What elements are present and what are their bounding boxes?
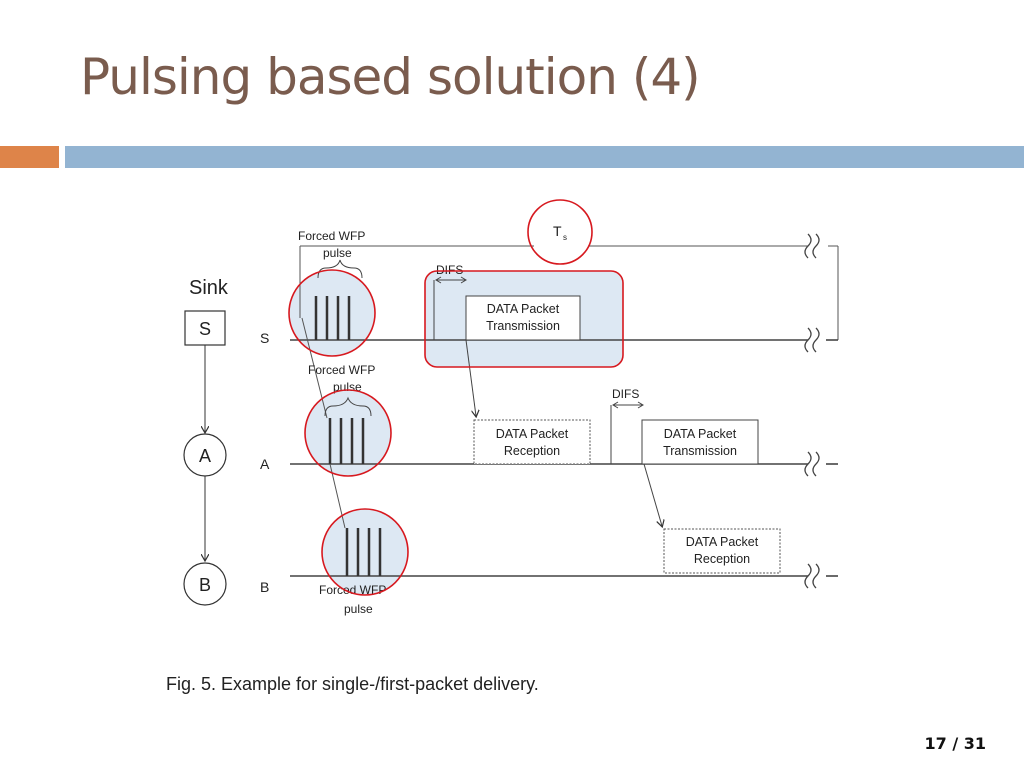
forced-wfp-bot-line2: pulse [344, 602, 373, 616]
node-s-label: S [199, 319, 211, 339]
forced-wfp-top-line1: Forced WFP [298, 229, 365, 243]
b-reception-box [663, 528, 781, 574]
pulse-group-a [328, 418, 365, 464]
a-reception-box [473, 419, 591, 465]
b-reception-line1: DATA Packet [686, 535, 759, 549]
ts-label: T [553, 223, 562, 239]
a-reception-line2: Reception [504, 444, 560, 458]
highlight-outlines [288, 199, 624, 596]
difs-a-label: DIFS [612, 387, 639, 401]
page-number: 17 / 31 [924, 734, 986, 753]
transmission-highlight-box [424, 270, 624, 368]
a-transmission-line2: Transmission [663, 444, 737, 458]
difs-s-label: DIFS [436, 263, 463, 277]
title-accent-orange [0, 146, 59, 168]
ts-reference-line [299, 233, 839, 340]
ts-subscript: s [563, 233, 567, 242]
pulse-s-highlight-circle [288, 269, 376, 357]
pulse-propagation-line [329, 463, 346, 529]
title-accent-blue [65, 146, 1024, 168]
timeline-b [290, 563, 838, 589]
slide-title: Pulsing based solution (4) [80, 48, 701, 106]
forced-wfp-mid-line1: Forced WFP [308, 363, 375, 377]
page-current: 17 [924, 734, 947, 753]
sink-label: Sink [189, 277, 229, 299]
pulse-group-s [314, 296, 351, 340]
forced-wfp-mid-brace [324, 396, 372, 417]
node-b-label: B [199, 575, 211, 595]
pulse-propagation-line [301, 317, 328, 419]
s-transmission-line1: DATA Packet [487, 302, 560, 316]
timeline-label-b: B [260, 579, 269, 595]
arrow-s-to-a [465, 339, 476, 416]
pulse-b-highlight-circle [321, 508, 409, 596]
b-reception-line2: Reception [694, 552, 750, 566]
pulse-group-b [345, 528, 382, 576]
node-b-circle [183, 562, 227, 606]
s-transmission-box [465, 295, 581, 341]
timeline-label-s: S [260, 330, 269, 346]
s-transmission-line2: Transmission [486, 319, 560, 333]
a-transmission-box [641, 419, 759, 465]
figure-caption: Fig. 5. Example for single-/first-packet… [166, 674, 539, 694]
page-total: 31 [963, 734, 986, 753]
difs-a-marker [610, 401, 644, 464]
ts-highlight-circle [527, 199, 593, 265]
forced-wfp-top-line2: pulse [323, 246, 352, 260]
forced-wfp-bot-line1: Forced WFP [319, 583, 386, 597]
arrow-a-to-b [643, 463, 662, 526]
a-reception-line1: DATA Packet [496, 427, 569, 441]
difs-s-marker [433, 276, 467, 340]
page-separator: / [952, 734, 959, 753]
timeline-label-a: A [260, 456, 270, 472]
pulse-a-highlight-circle [304, 389, 392, 477]
node-a-label: A [199, 446, 211, 466]
a-transmission-line1: DATA Packet [664, 427, 737, 441]
node-s-box [184, 310, 226, 346]
forced-wfp-top-brace [317, 259, 363, 279]
